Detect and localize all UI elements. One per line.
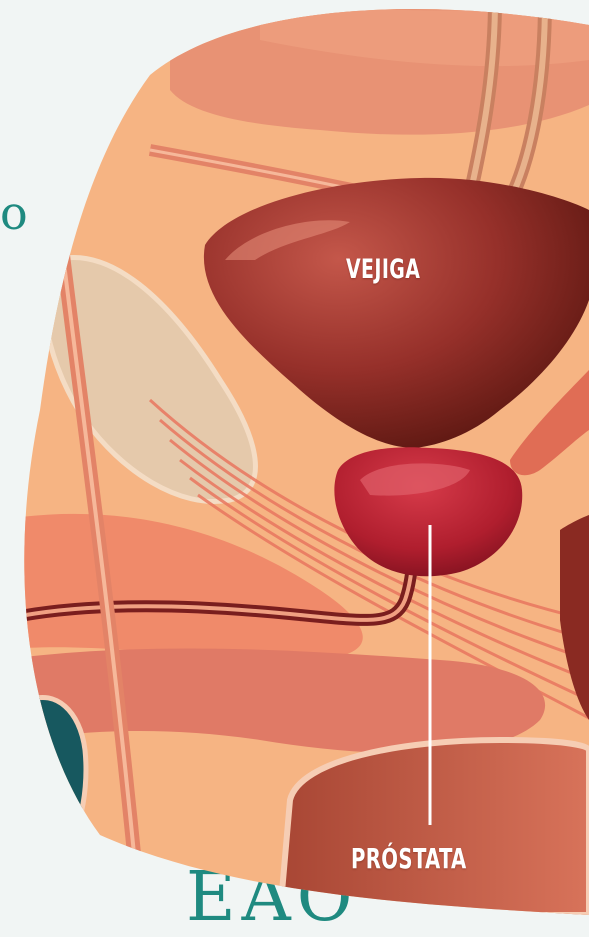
bladder-label: VEJIGA bbox=[346, 254, 420, 285]
prostate-label: PRÓSTATA bbox=[351, 842, 467, 875]
testicle bbox=[15, 697, 86, 860]
illustration-oval bbox=[0, 0, 589, 915]
rectum bbox=[280, 740, 589, 915]
anatomy-illustration bbox=[0, 0, 589, 915]
